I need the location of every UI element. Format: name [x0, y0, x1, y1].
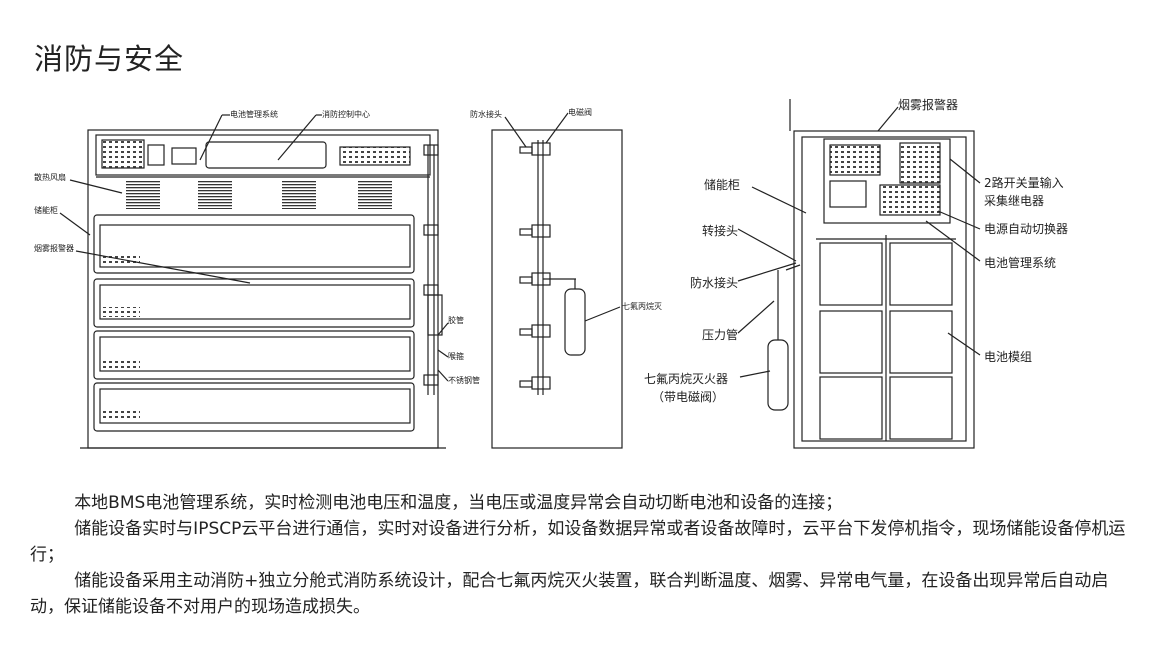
label-internal-cabinet: 储能柜: [704, 177, 740, 192]
label-fire-center: 消防控制中心: [322, 109, 370, 119]
fan-vent-3: [282, 181, 316, 209]
internal-cabinet-frame: [793, 130, 975, 449]
fan-vent-1: [126, 181, 160, 209]
extinguisher-cylinder: [564, 288, 586, 356]
diagram-svg: 电池管理系统 消防控制中心 散热风扇 储能柜 烟雾报警器 胶管 喉箍 不锈钢管 …: [34, 97, 1068, 449]
side-cabinet-frame: [491, 129, 623, 449]
label-waterproof: 防水接头: [470, 109, 502, 119]
label-switch-input-2: 采集继电器: [984, 193, 1044, 208]
front-cabinet-frame: [87, 129, 439, 449]
page-title: 消防与安全: [34, 42, 185, 76]
label-steel-pipe: 不锈钢管: [448, 375, 480, 385]
label-extinguisher-2: （带电磁阀）: [652, 389, 724, 404]
fan-vent-4: [358, 181, 392, 209]
label-bms: 电池管理系统: [230, 109, 278, 119]
fire-safety-diagram: 电池管理系统 消防控制中心 散热风扇 储能柜 烟雾报警器 胶管 喉箍 不锈钢管 …: [30, 85, 1127, 460]
label-pressure-pipe: 压力管: [702, 327, 738, 342]
label-rubber-pipe: 胶管: [448, 315, 464, 325]
description: 本地BMS电池管理系统，实时检测电池电压和温度，当电压或温度异常会自动切断电池和…: [30, 490, 1130, 620]
valve-row: [519, 142, 551, 390]
description-paragraph-1: 本地BMS电池管理系统，实时检测电池电压和温度，当电压或温度异常会自动切断电池和…: [74, 493, 843, 513]
label-extinguisher-1: 七氟丙烷灭火器: [644, 372, 728, 386]
label-battery-module: 电池模组: [984, 350, 1032, 364]
description-paragraph-2: 储能设备实时与IPSCP云平台进行通信，实时对设备进行分析，如设备数据异常或者设…: [30, 519, 1126, 565]
label-cabinet: 储能柜: [34, 205, 58, 215]
label-adapter: 转接头: [702, 223, 738, 238]
label-auto-switch: 电源自动切换器: [984, 222, 1068, 236]
label-nozzle: 喉箍: [448, 351, 464, 361]
label-smoke-alarm: 烟雾报警器: [898, 97, 958, 112]
front-view: [59, 114, 449, 449]
description-paragraph-3: 储能设备采用主动消防+独立分舱式消防系统设计，配合七氟丙烷灭火装置，联合判断温度…: [30, 571, 1109, 617]
side-view: [491, 112, 623, 449]
internal-view: [737, 99, 981, 449]
label-smoke: 烟雾报警器: [34, 243, 74, 253]
label-internal-bms: 电池管理系统: [984, 255, 1056, 270]
label-switch-input-1: 2路开关量输入: [984, 175, 1064, 190]
fan-vent-2: [198, 181, 232, 209]
label-solenoid: 电磁阀: [568, 107, 592, 117]
label-internal-waterproof: 防水接头: [690, 275, 738, 290]
label-fan: 散热风扇: [34, 172, 66, 182]
label-extinguisher: 七氟丙烷灭: [622, 301, 662, 311]
